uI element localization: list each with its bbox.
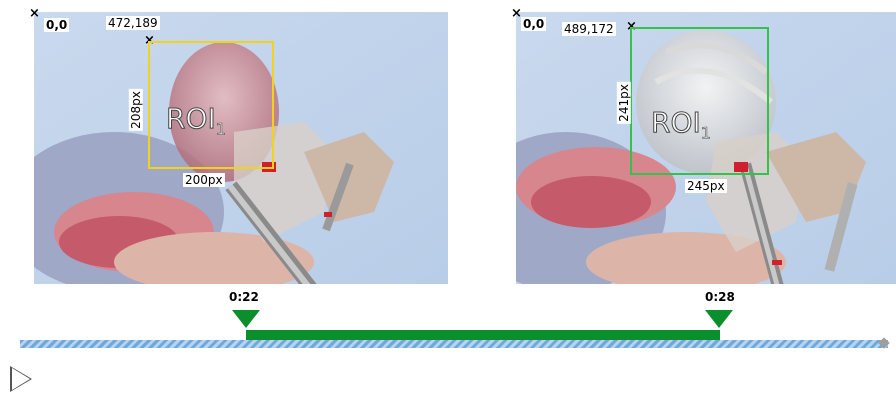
roi-width-label-2: 245px <box>685 179 727 193</box>
roi-height-label-1: 208px <box>129 89 143 131</box>
end-marker-handle[interactable] <box>705 310 733 328</box>
origin-label-1: 0,0 <box>44 18 69 32</box>
origin-label-2: 0,0 <box>521 17 546 31</box>
end-time-label: 0:28 <box>705 290 735 304</box>
start-marker-handle[interactable] <box>232 310 260 328</box>
roi-height-label-2: 241px <box>617 82 631 124</box>
roi-label-2: ROI1 <box>651 108 711 149</box>
roi-label-1: ROI1 <box>166 104 226 145</box>
start-time-label: 0:22 <box>229 290 259 304</box>
corner-label-2: 489,172 <box>562 22 616 36</box>
timeline-track[interactable] <box>20 340 888 348</box>
roi-width-label-1: 200px <box>183 173 225 187</box>
corner-label-1: 472,189 <box>106 16 160 30</box>
selected-segment[interactable] <box>246 330 720 340</box>
play-button[interactable] <box>8 364 38 394</box>
origin-marker-1: × <box>29 7 40 20</box>
roi-box-2[interactable] <box>630 27 769 175</box>
